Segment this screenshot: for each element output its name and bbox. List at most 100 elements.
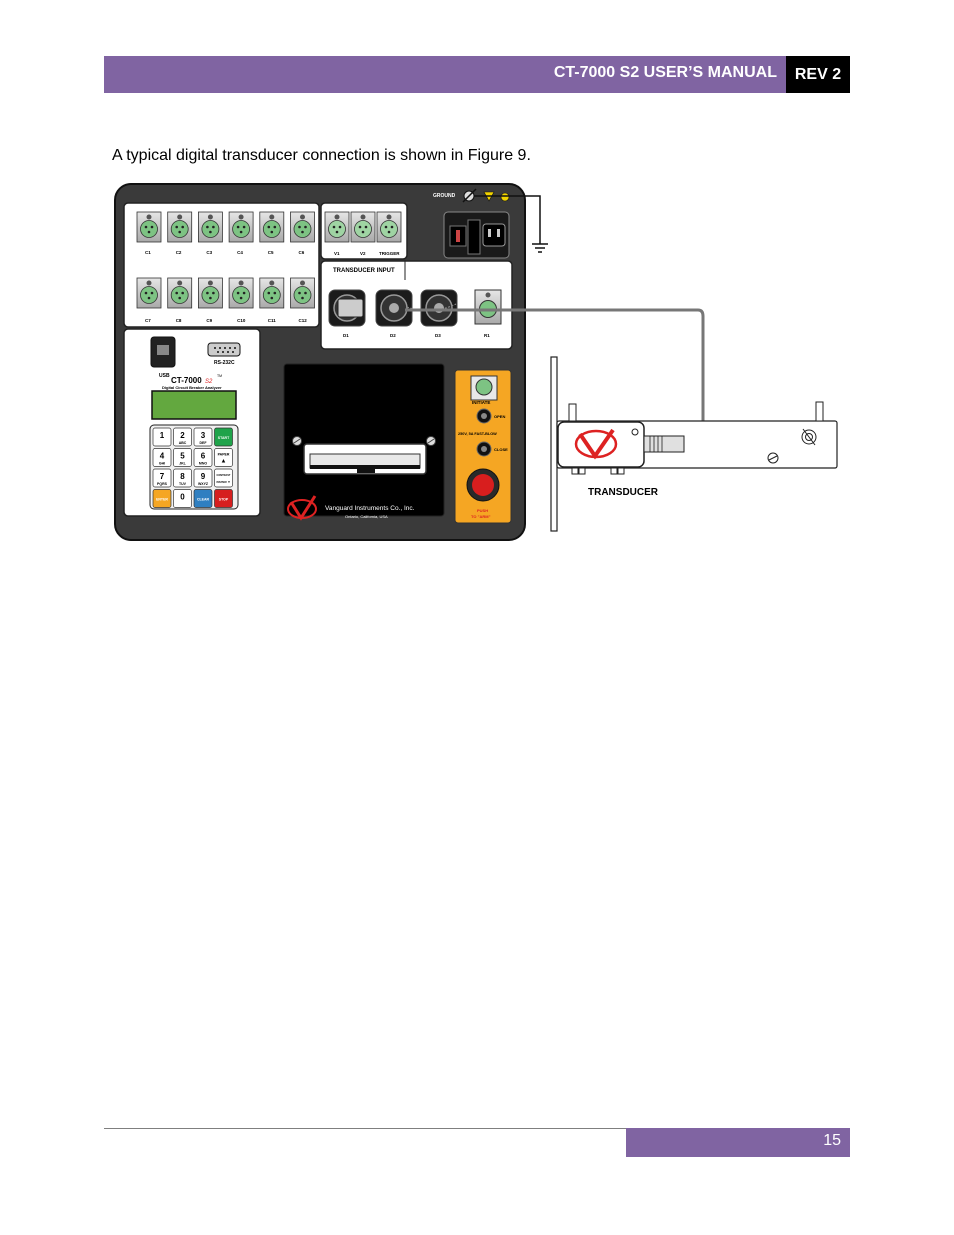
transducer-port-label: D3 — [435, 333, 441, 338]
earth-symbol-icon — [500, 192, 510, 202]
voltage-connector — [376, 211, 402, 243]
svg-text:WXYZ: WXYZ — [198, 482, 209, 486]
svg-text:ABC: ABC — [179, 441, 187, 445]
channel-label: C8 — [176, 318, 182, 323]
company-location: Ontario, California, USA — [345, 514, 388, 519]
svg-text:7: 7 — [160, 472, 165, 481]
voltage-label: V2 — [360, 251, 366, 256]
channel-label: C1 — [145, 250, 151, 255]
channel-label: C9 — [206, 318, 212, 323]
channel-connector — [198, 277, 223, 309]
transducer-port-label: D2 — [390, 333, 396, 338]
channel-connector — [259, 211, 285, 243]
transducer-port-label: D1 — [343, 333, 349, 338]
channel-connector — [136, 277, 162, 309]
footer-bar: 15 — [626, 1128, 850, 1157]
svg-text:STOP: STOP — [219, 498, 229, 502]
svg-text:PAPER: PAPER — [218, 453, 230, 457]
svg-text:3: 3 — [201, 431, 206, 440]
channel-connector — [167, 211, 193, 243]
digital-transducer-port — [420, 289, 458, 327]
footer-rule — [104, 1128, 626, 1129]
svg-text:PQRS: PQRS — [157, 482, 168, 486]
lcd-display — [151, 390, 237, 420]
keypad-key: ENTER — [152, 489, 172, 508]
svg-text:CONTRAST: CONTRAST — [217, 474, 231, 477]
ground-label: GROUND — [433, 193, 456, 199]
voltage-label: TRIGGER — [379, 251, 400, 256]
transducer-fitting-icon — [801, 428, 817, 446]
channel-connector — [290, 277, 315, 309]
transducer-input-block — [320, 260, 513, 350]
voltage-label: V1 — [334, 251, 340, 256]
channel-label: C6 — [299, 250, 305, 255]
digital-transducer-port — [375, 289, 413, 327]
model-suffix: S2 — [205, 379, 213, 385]
channel-label: C7 — [145, 318, 151, 323]
close-label: CLOSE — [494, 447, 508, 452]
keypad-key: 1 — [152, 427, 172, 447]
model-trademark: TM — [217, 374, 222, 378]
channel-connector — [290, 211, 315, 243]
channel-connector — [136, 211, 162, 243]
keypad-key: CLEAR — [193, 489, 213, 508]
page-number: 15 — [823, 1132, 841, 1149]
keypad-key: START — [214, 427, 233, 447]
ground-symbol-icon — [532, 243, 548, 253]
channel-label: C5 — [268, 250, 274, 255]
svg-text:▲: ▲ — [221, 459, 227, 465]
svg-text:5: 5 — [180, 452, 185, 461]
svg-text:MNO: MNO — [199, 462, 207, 466]
channel-label: C2 — [176, 250, 182, 255]
svg-text:START: START — [218, 436, 230, 440]
svg-text:TUV: TUV — [179, 482, 187, 486]
arm-label: TO "ARM" — [471, 514, 491, 519]
svg-text:6: 6 — [201, 452, 206, 461]
company-name: Vanguard Instruments Co., Inc. — [325, 505, 415, 512]
keypad-key: PAPER ▲ — [214, 448, 233, 467]
channel-label: C4 — [237, 250, 243, 255]
fuse-label: 250V, 5A FAST-BLOW — [458, 432, 497, 436]
channel-label: C12 — [299, 318, 308, 323]
header-bar: CT-7000 S2 USER’S MANUAL — [104, 56, 786, 93]
vanguard-logo-icon — [287, 495, 317, 521]
svg-text:CLEAR: CLEAR — [197, 498, 210, 502]
channel-connector — [167, 277, 193, 309]
initiate-label: INITIATE — [472, 400, 490, 405]
push-label: PUSH — [477, 508, 488, 513]
usb-label: USB — [159, 373, 170, 379]
cable-plug — [337, 298, 364, 318]
model-name: CT-7000 — [171, 376, 202, 385]
svg-text:9: 9 — [201, 472, 206, 481]
channel-connector — [228, 277, 254, 309]
svg-text:DEF: DEF — [200, 441, 208, 445]
keypad-key: STOP — [214, 489, 233, 508]
svg-text:8: 8 — [180, 472, 185, 481]
svg-text:4: 4 — [160, 452, 165, 461]
intro-paragraph: A typical digital transducer connection … — [112, 147, 531, 164]
revision-badge: REV 2 — [786, 56, 850, 93]
channel-connector — [259, 277, 285, 309]
channel-connector — [228, 211, 254, 243]
fuse-holder — [467, 219, 481, 255]
iec-socket — [482, 223, 506, 247]
ground-wire — [474, 195, 541, 244]
model-subtitle: Digital Circuit Breaker Analyzer — [162, 385, 222, 390]
transducer-logo-icon — [574, 428, 618, 460]
transducer-input-title: TRANSDUCER INPUT — [333, 268, 395, 274]
svg-text:0: 0 — [180, 493, 185, 502]
mounting-bar — [550, 356, 558, 532]
channel-label: C11 — [268, 318, 277, 323]
transducer-label: TRANSDUCER — [588, 487, 659, 498]
channel-connector — [198, 211, 223, 243]
voltage-connector — [350, 211, 376, 243]
channel-label: C10 — [237, 318, 246, 323]
